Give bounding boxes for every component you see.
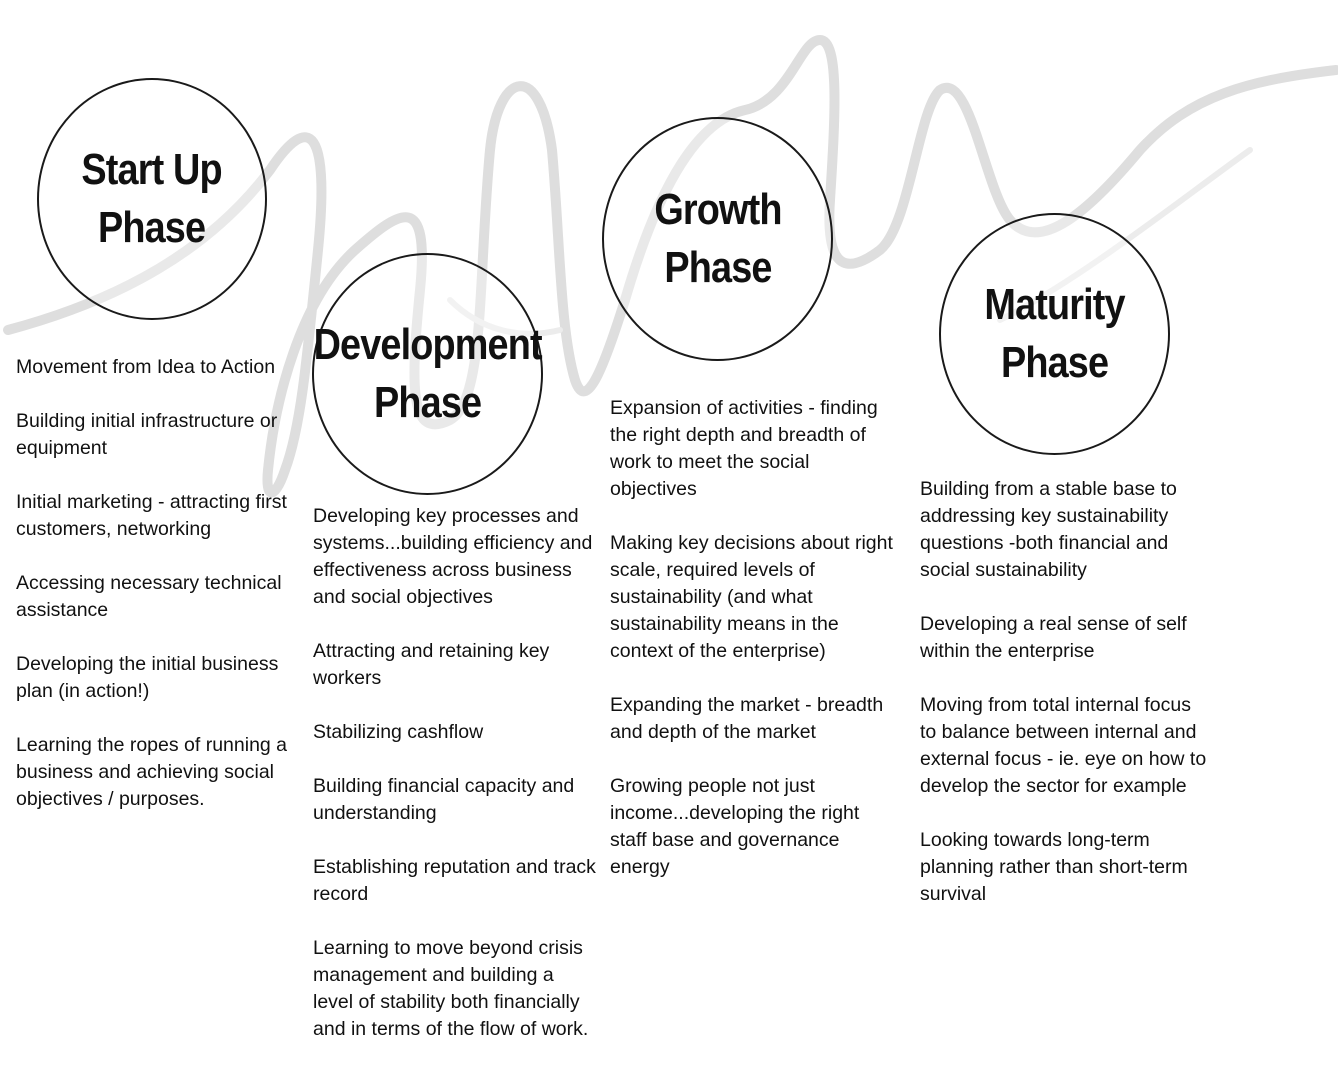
title-line: Phase — [1000, 338, 1109, 387]
list-item: Stabilizing cashflow — [313, 721, 484, 743]
title-line: Phase — [373, 378, 482, 427]
startup-phase-title: Start Up Phase — [81, 141, 223, 257]
list-item: Looking towards long-term planning rathe… — [920, 829, 1188, 905]
growth-phase-title: Growth Phase — [653, 181, 782, 297]
list-item: Learning to move beyond crisis managemen… — [313, 937, 589, 1040]
title-line: Maturity — [984, 280, 1125, 329]
growth-phase-circle: Growth Phase — [602, 117, 833, 361]
title-line: Start Up — [81, 145, 223, 194]
list-item: Accessing necessary technical assistance — [16, 572, 282, 621]
list-item: Attracting and retaining key workers — [313, 640, 550, 689]
development-phase-title: Development Phase — [313, 316, 542, 432]
title-line: Phase — [98, 203, 206, 252]
list-item: Building from a stable base to addressin… — [920, 478, 1177, 581]
list-item: Movement from Idea to Action — [16, 356, 276, 378]
maturity-phase-list: Building from a stable base to addressin… — [920, 476, 1210, 908]
startup-phase-circle: Start Up Phase — [37, 78, 267, 320]
list-item: Developing the initial business plan (in… — [16, 653, 279, 702]
list-item: Initial marketing - attracting first cus… — [16, 491, 287, 540]
wave-line — [3, 34, 1338, 498]
list-item: Developing a real sense of self within t… — [920, 613, 1187, 662]
growth-phase-list: Expansion of activities - finding the ri… — [610, 395, 900, 881]
development-phase-list: Developing key processes and systems...b… — [313, 503, 598, 1043]
list-item: Establishing reputation and track record — [313, 856, 596, 905]
list-item: Making key decisions about right scale, … — [610, 532, 893, 662]
title-line: Development — [313, 320, 542, 369]
list-item: Building initial infrastructure or equip… — [16, 410, 278, 459]
list-item: Learning the ropes of running a business… — [16, 734, 288, 810]
list-item: Growing people not just income...develop… — [610, 775, 860, 878]
maturity-phase-title: Maturity Phase — [984, 276, 1125, 392]
list-item: Expansion of activities - finding the ri… — [610, 397, 878, 500]
list-item: Moving from total internal focus to bala… — [920, 694, 1207, 797]
list-item: Expanding the market - breadth and depth… — [610, 694, 884, 743]
list-item: Building financial capacity and understa… — [313, 775, 575, 824]
startup-phase-list: Movement from Idea to Action Building in… — [16, 354, 301, 813]
title-line: Phase — [663, 243, 772, 292]
development-phase-circle: Development Phase — [312, 253, 543, 495]
title-line: Growth — [653, 185, 782, 234]
list-item: Developing key processes and systems...b… — [313, 505, 593, 608]
maturity-phase-circle: Maturity Phase — [939, 213, 1170, 455]
